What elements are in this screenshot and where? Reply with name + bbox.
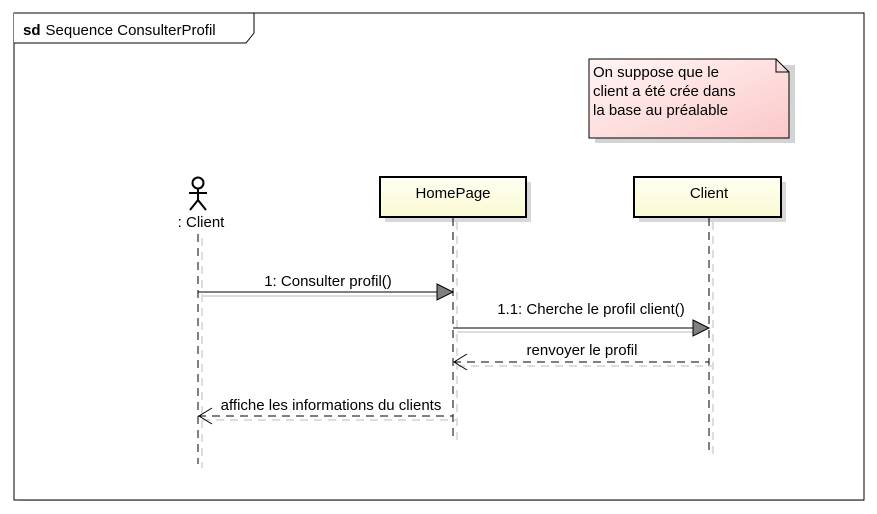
- note-line-3: la base au préalable: [593, 102, 728, 119]
- note-line-2: client a été crée dans: [593, 83, 736, 100]
- message-2-label: 1.1: Cherche le profil client(): [497, 301, 685, 318]
- homepage-box: [379, 176, 527, 218]
- note-body: [588, 58, 790, 139]
- message-1: 1: Consulter profil(): [198, 273, 455, 301]
- note-text: On suppose que le client a été crée dans…: [593, 64, 740, 119]
- frame-label: sd Sequence ConsulterProfil: [23, 22, 216, 39]
- participant-homepage: HomePage: [379, 176, 531, 222]
- message-4-label: affiche les informations du clients: [221, 397, 442, 414]
- message-4: affiche les informations du clients: [198, 397, 457, 425]
- frame-tab: [14, 12, 255, 44]
- message-1-arrowhead-icon: [436, 283, 455, 301]
- message-3-arrowhead-icon: [453, 353, 468, 371]
- note-line-1: On suppose que le: [593, 64, 719, 81]
- participant-actor: : Client: [178, 176, 226, 231]
- lifelines: [197, 218, 714, 468]
- actor-label: : Client: [178, 214, 226, 231]
- homepage-label: HomePage: [415, 185, 490, 202]
- client-box: [633, 176, 782, 218]
- client-label: Client: [690, 185, 729, 202]
- actor-stick-figure-icon: [189, 176, 207, 211]
- note: On suppose que le client a été crée dans…: [588, 58, 795, 143]
- participant-client: Client: [633, 176, 786, 222]
- message-4-arrowhead-icon: [198, 407, 213, 425]
- message-2-arrowhead-icon: [692, 319, 711, 337]
- note-fold: [775, 59, 789, 73]
- frame-keyword: sd: [23, 22, 41, 39]
- message-3: renvoyer le profil: [453, 342, 713, 371]
- message-3-label: renvoyer le profil: [527, 342, 638, 359]
- message-2: 1.1: Cherche le profil client(): [453, 301, 711, 337]
- message-1-label: 1: Consulter profil(): [264, 273, 392, 290]
- frame-title: Sequence ConsulterProfil: [46, 22, 216, 39]
